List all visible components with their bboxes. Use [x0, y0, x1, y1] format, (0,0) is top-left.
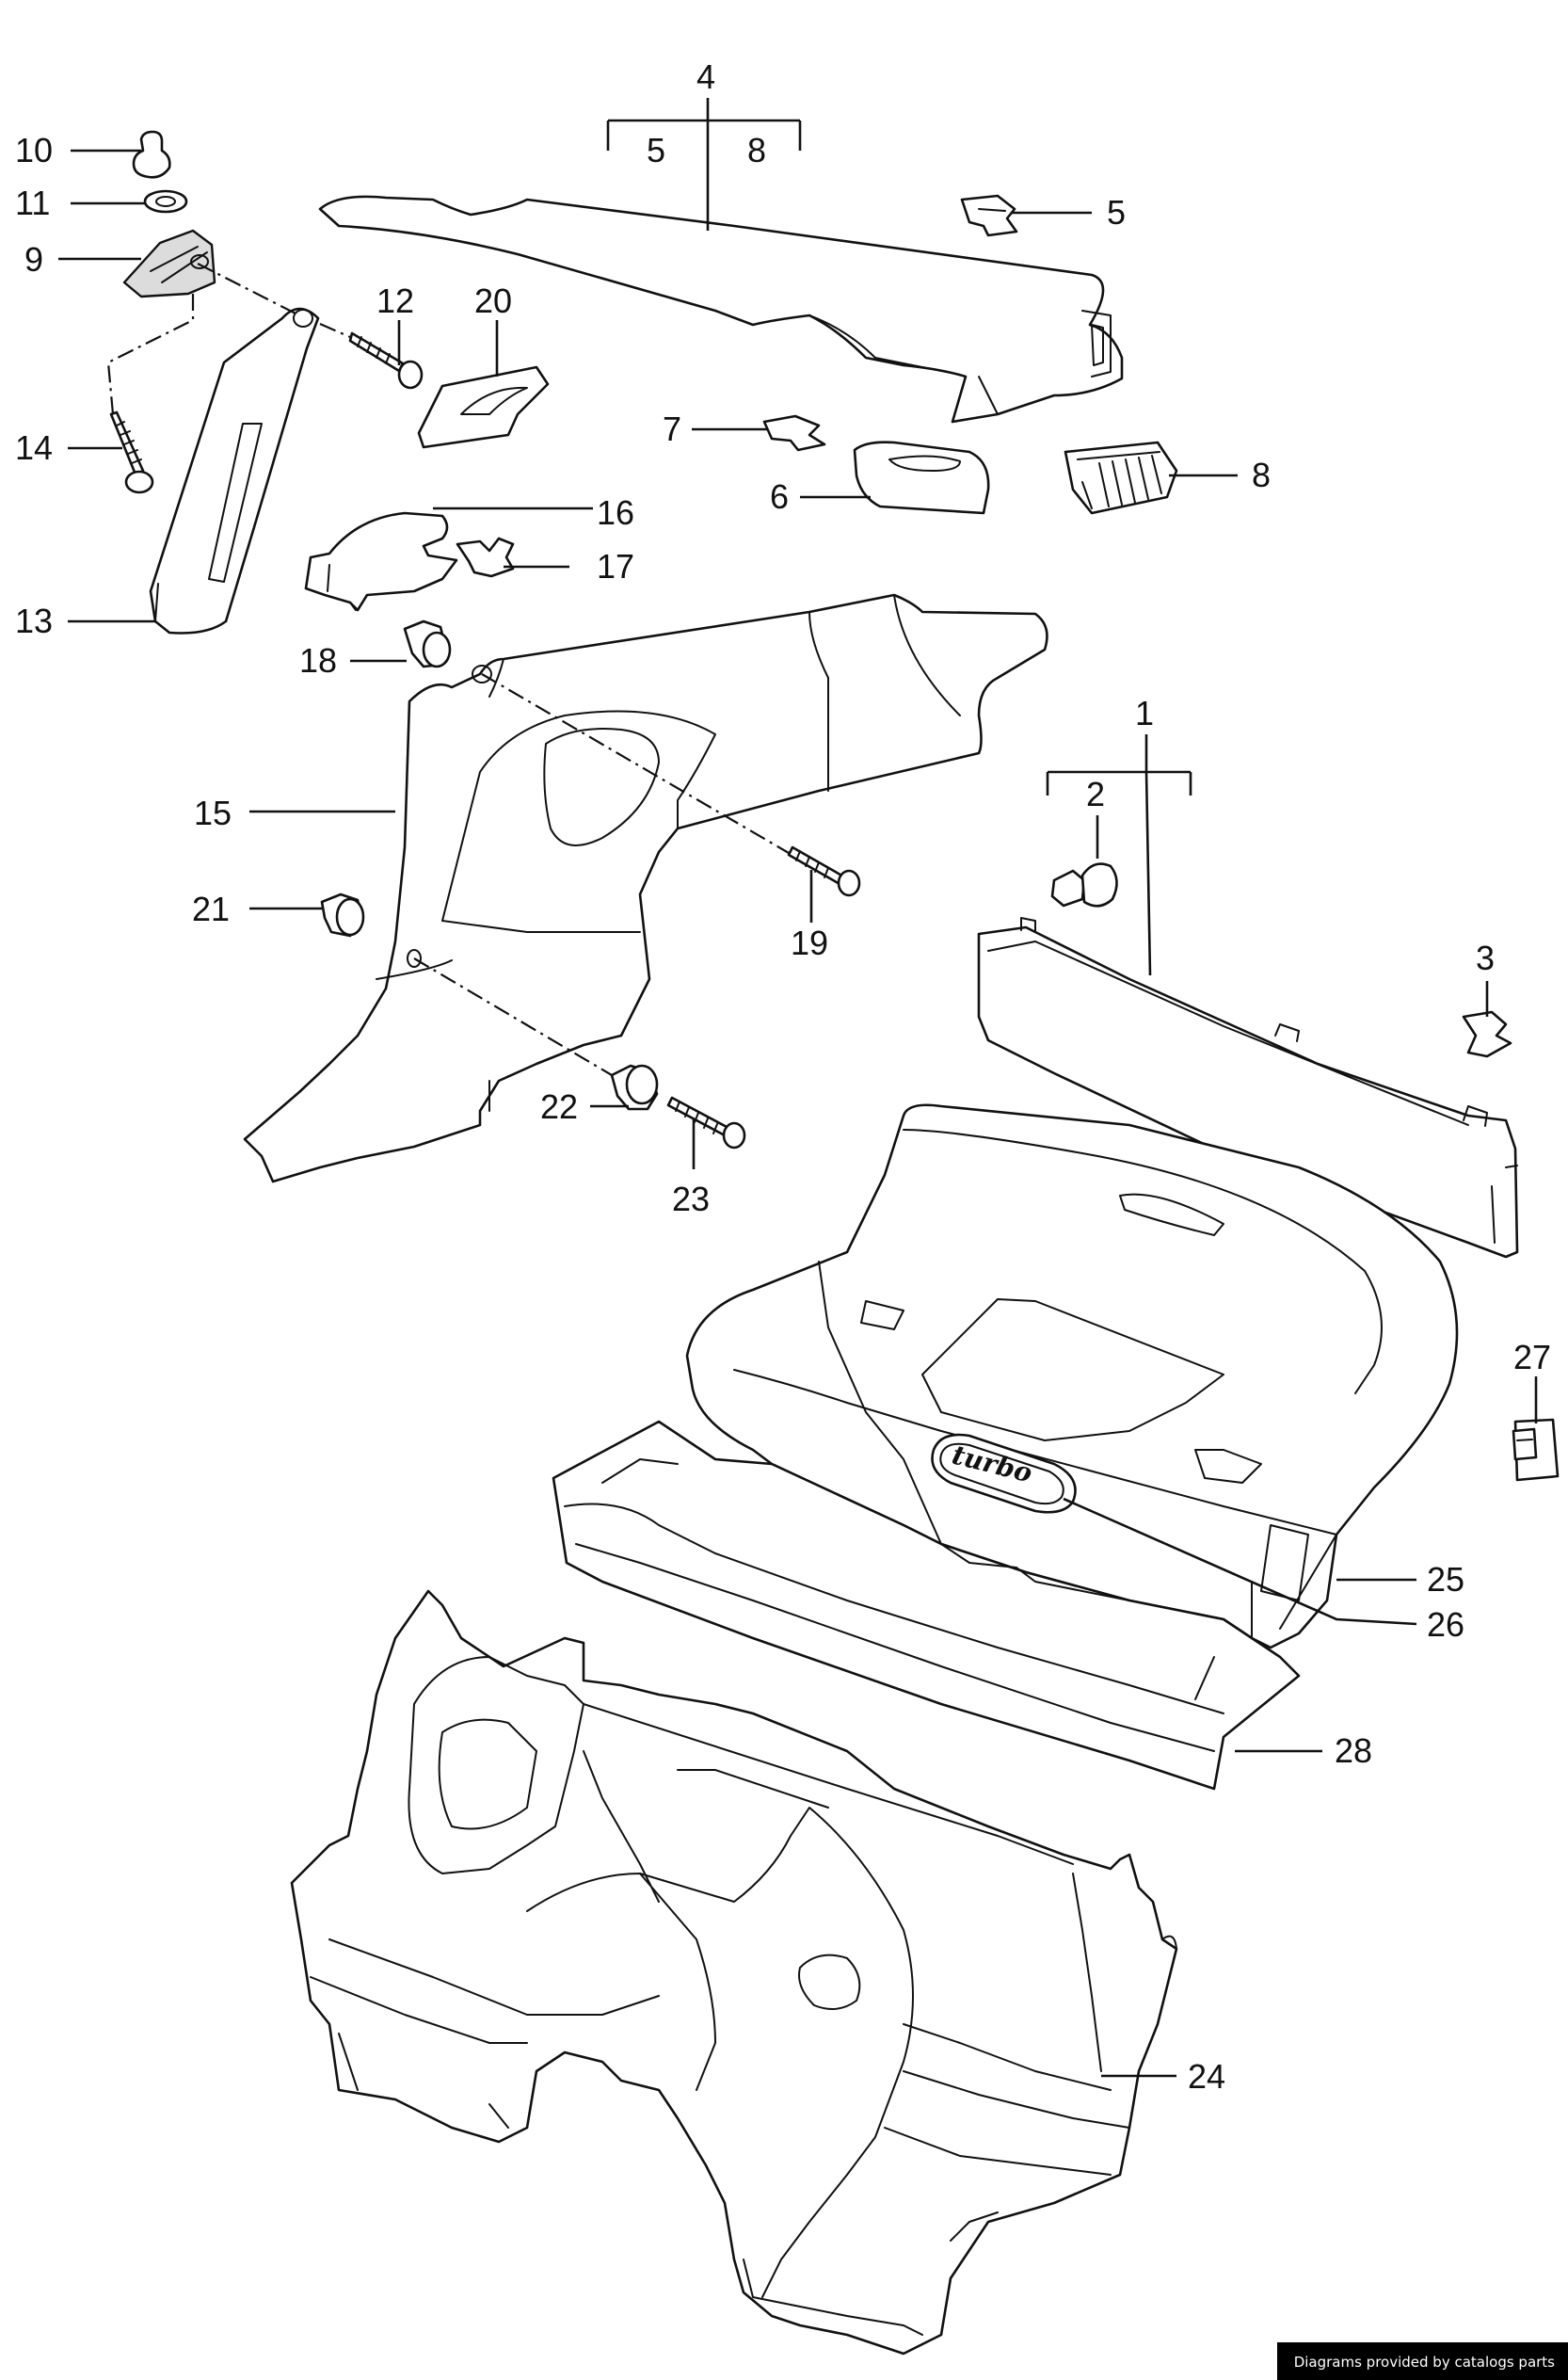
- part-28-floor-trim: [552, 1420, 1301, 1791]
- callout-labels: 4 5 8 5 10 11 9 12 20 14 7 6 8 16 17 13 …: [15, 57, 1551, 2096]
- callout-25: 25: [1427, 1560, 1464, 1599]
- part-7-clip: [762, 414, 826, 452]
- part-16-cover: [304, 511, 458, 612]
- callout-14: 14: [15, 428, 53, 467]
- callout-18: 18: [299, 641, 337, 680]
- callout-15: 15: [194, 794, 232, 832]
- part-9-bracket: [122, 229, 216, 298]
- callout-9: 9: [24, 240, 43, 279]
- callout-16: 16: [597, 493, 634, 532]
- credit-footer: Diagrams provided by catalogs parts: [1276, 2342, 1568, 2380]
- callout-2: 2: [1086, 775, 1105, 813]
- part-8-vent-grille: [1064, 441, 1178, 515]
- part-5-clip: [960, 194, 1018, 237]
- callout-4-sub-5: 5: [647, 131, 665, 169]
- callout-19: 19: [791, 924, 828, 962]
- callout-3: 3: [1476, 939, 1495, 977]
- part-19-screw: [787, 845, 861, 897]
- part-17-clip: [456, 537, 515, 578]
- callout-8: 8: [1252, 456, 1271, 494]
- callout-4: 4: [696, 57, 715, 96]
- part-11-washer: [143, 189, 188, 214]
- callout-6: 6: [770, 477, 789, 516]
- part-2-fastener: [1050, 862, 1118, 908]
- part-13-pillar-trim: [149, 307, 320, 635]
- part-12-screw: [348, 331, 424, 390]
- part-4-upper-trim-panel: [318, 195, 1124, 424]
- part-6-bracket: [853, 441, 990, 515]
- callout-20: 20: [474, 281, 512, 320]
- callout-24: 24: [1188, 2057, 1225, 2096]
- callout-10: 10: [15, 131, 53, 169]
- callout-21: 21: [192, 890, 230, 928]
- callout-4-sub-8: 8: [747, 131, 766, 169]
- part-1-rear-shelf-trim: [977, 917, 1519, 1259]
- part-18-grommet: [403, 619, 452, 668]
- part-3-clip: [1462, 1010, 1512, 1058]
- part-14-screw: [109, 410, 154, 494]
- callout-22: 22: [540, 1087, 578, 1126]
- callout-7: 7: [663, 410, 681, 448]
- callout-28: 28: [1335, 1731, 1372, 1770]
- part-25-compartment-liner: [685, 1103, 1459, 1649]
- part-15-side-trim: [243, 593, 1048, 1183]
- callout-5: 5: [1107, 193, 1126, 232]
- callout-12: 12: [376, 281, 414, 320]
- callout-11: 11: [15, 184, 50, 222]
- part-22-grommet: [610, 1064, 659, 1111]
- callout-26: 26: [1427, 1605, 1464, 1644]
- callout-13: 13: [15, 602, 53, 640]
- part-23-screw: [666, 1096, 746, 1150]
- part-10-nut: [132, 130, 171, 179]
- leader-lines: [58, 98, 1538, 2078]
- part-26-emblem: turbo: [931, 1433, 1077, 1514]
- callout-17: 17: [597, 547, 634, 586]
- assembly-lines: [106, 263, 790, 1076]
- callout-27: 27: [1513, 1338, 1551, 1376]
- callout-1: 1: [1135, 694, 1154, 732]
- part-27-label-box: [1512, 1418, 1560, 1482]
- callout-23: 23: [672, 1180, 710, 1218]
- part-21-plug: [320, 892, 365, 938]
- part-24-floor-carpet: [290, 1589, 1178, 2356]
- part-20-bracket: [417, 365, 550, 449]
